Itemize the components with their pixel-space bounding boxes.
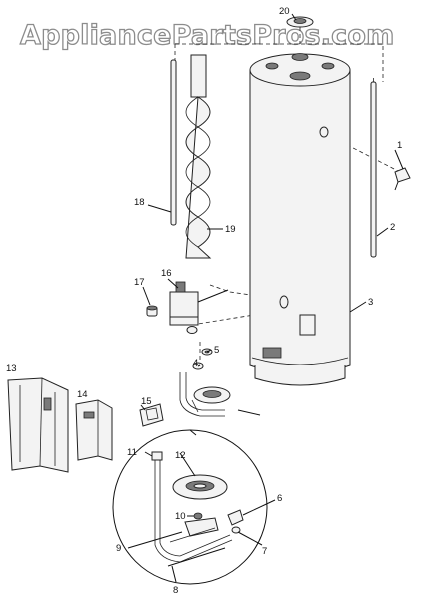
callout-19: 19 xyxy=(225,224,236,235)
part-18-rod[interactable] xyxy=(170,59,177,226)
part-1-drain-valve[interactable] xyxy=(394,167,411,191)
callout-7: 7 xyxy=(262,546,267,557)
part-10-orifice[interactable] xyxy=(193,512,203,520)
callout-10: 10 xyxy=(175,511,186,522)
part-6-thermocouple-nut[interactable] xyxy=(227,509,244,526)
part-11-pilot-tube[interactable] xyxy=(151,451,233,563)
callout-5: 5 xyxy=(214,345,219,356)
watermark: AppliancePartsPros.com xyxy=(20,20,394,51)
leader-lines xyxy=(127,13,404,583)
callout-15: 15 xyxy=(141,396,152,407)
part-9-manifold[interactable] xyxy=(169,517,219,543)
callout-13: 13 xyxy=(6,363,17,374)
part-15-bracket[interactable] xyxy=(139,403,164,427)
part-19-baffle[interactable] xyxy=(185,54,212,259)
part-17-knob[interactable] xyxy=(146,305,158,317)
callout-8: 8 xyxy=(173,585,178,596)
callout-11: 11 xyxy=(127,447,137,458)
part-3-tank[interactable] xyxy=(249,53,351,386)
callout-20: 20 xyxy=(279,6,290,17)
callout-16: 16 xyxy=(161,268,172,279)
callout-12: 12 xyxy=(175,450,186,461)
part-13-outer-door[interactable] xyxy=(7,377,69,473)
callout-6: 6 xyxy=(277,493,282,504)
part-8-tube[interactable] xyxy=(167,547,226,567)
callout-3: 3 xyxy=(368,297,373,308)
callout-9: 9 xyxy=(116,543,121,554)
callout-labels: 1 2 3 4 5 6 7 8 9 10 11 12 13 14 15 16 1… xyxy=(6,6,402,596)
burner-assembly-upper[interactable] xyxy=(179,372,231,417)
callout-1: 1 xyxy=(397,140,402,151)
callout-18: 18 xyxy=(134,197,145,208)
part-12-burner[interactable] xyxy=(172,474,228,500)
part-20-top-cap[interactable] xyxy=(286,16,314,28)
callout-17: 17 xyxy=(134,277,145,288)
callout-4: 4 xyxy=(193,358,198,369)
part-14-inner-door[interactable] xyxy=(75,399,113,461)
part-16-gas-control[interactable] xyxy=(169,281,229,334)
part-2-anode-rod[interactable] xyxy=(370,78,377,258)
callout-14: 14 xyxy=(77,389,88,400)
part-7-fitting[interactable] xyxy=(231,526,241,534)
callout-2: 2 xyxy=(390,222,395,233)
